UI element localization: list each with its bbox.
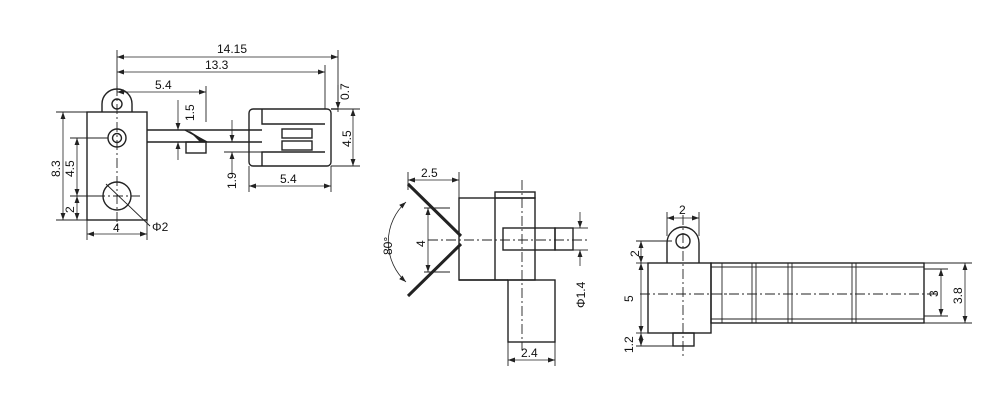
head-slot-lower [281, 140, 313, 151]
side-body-top-step [494, 191, 536, 199]
lever-tab [185, 141, 207, 154]
dim-lower-height: 1.2 [622, 336, 636, 353]
side-body-upper [458, 197, 536, 281]
dim-pin-diameter: Φ1.4 [574, 281, 588, 308]
front-view: 2 2 5 1.2 3 3.8 [622, 203, 972, 356]
blade-lower [406, 242, 463, 298]
dim-lever-offset: 1.5 [183, 104, 197, 121]
dim-body-height: 8.3 [49, 160, 63, 177]
dim-head-length: 5.4 [280, 172, 297, 186]
lever-mark [188, 130, 207, 142]
top-view: 14.15 13.3 5.4 1.5 8.3 4.5 2 4 Φ2 [49, 42, 360, 240]
angle-arc [387, 201, 407, 283]
dim-blade-width: 2.5 [421, 166, 438, 180]
dim-overall-length: 14.15 [217, 42, 247, 56]
actuator-head [248, 108, 332, 167]
front-bottom-pin [672, 332, 695, 347]
dim-inner-height: 3 [927, 290, 941, 297]
hole-leader [105, 183, 151, 227]
dim-top-offset: 0.7 [338, 83, 352, 100]
dim-base-width: 2.4 [521, 346, 538, 360]
dim-tab-width: 2 [679, 203, 686, 217]
head-slot-upper [281, 128, 313, 139]
dim-body-height-front: 5 [622, 295, 636, 302]
side-view: 2.5 80° 4 Φ1.4 2.4 [381, 166, 590, 366]
dim-outer-height: 3.8 [951, 287, 965, 304]
head-step-lower [261, 151, 325, 166]
dim-hole-spacing: 4.5 [63, 160, 77, 177]
dim-lever-length: 5.4 [155, 78, 172, 92]
dim-head-height: 4.5 [340, 130, 354, 147]
dim-upper-height: 2 [628, 250, 642, 257]
dim-bottom-offset: 2 [63, 206, 77, 213]
dim-gap: 1.9 [225, 172, 239, 189]
front-top-tab [666, 226, 700, 263]
head-step-upper [261, 109, 325, 125]
dim-blade-angle: 80° [381, 237, 395, 255]
side-pin [554, 227, 574, 251]
dim-blade-height: 4 [414, 240, 428, 247]
front-body [647, 262, 712, 334]
dim-to-actuator: 13.3 [205, 58, 229, 72]
blade-upper [406, 182, 463, 238]
dim-body-width: 4 [113, 221, 120, 235]
dim-hole-diameter: Φ2 [152, 220, 169, 234]
front-blade-strip [710, 262, 925, 324]
side-body-lower [507, 279, 556, 343]
